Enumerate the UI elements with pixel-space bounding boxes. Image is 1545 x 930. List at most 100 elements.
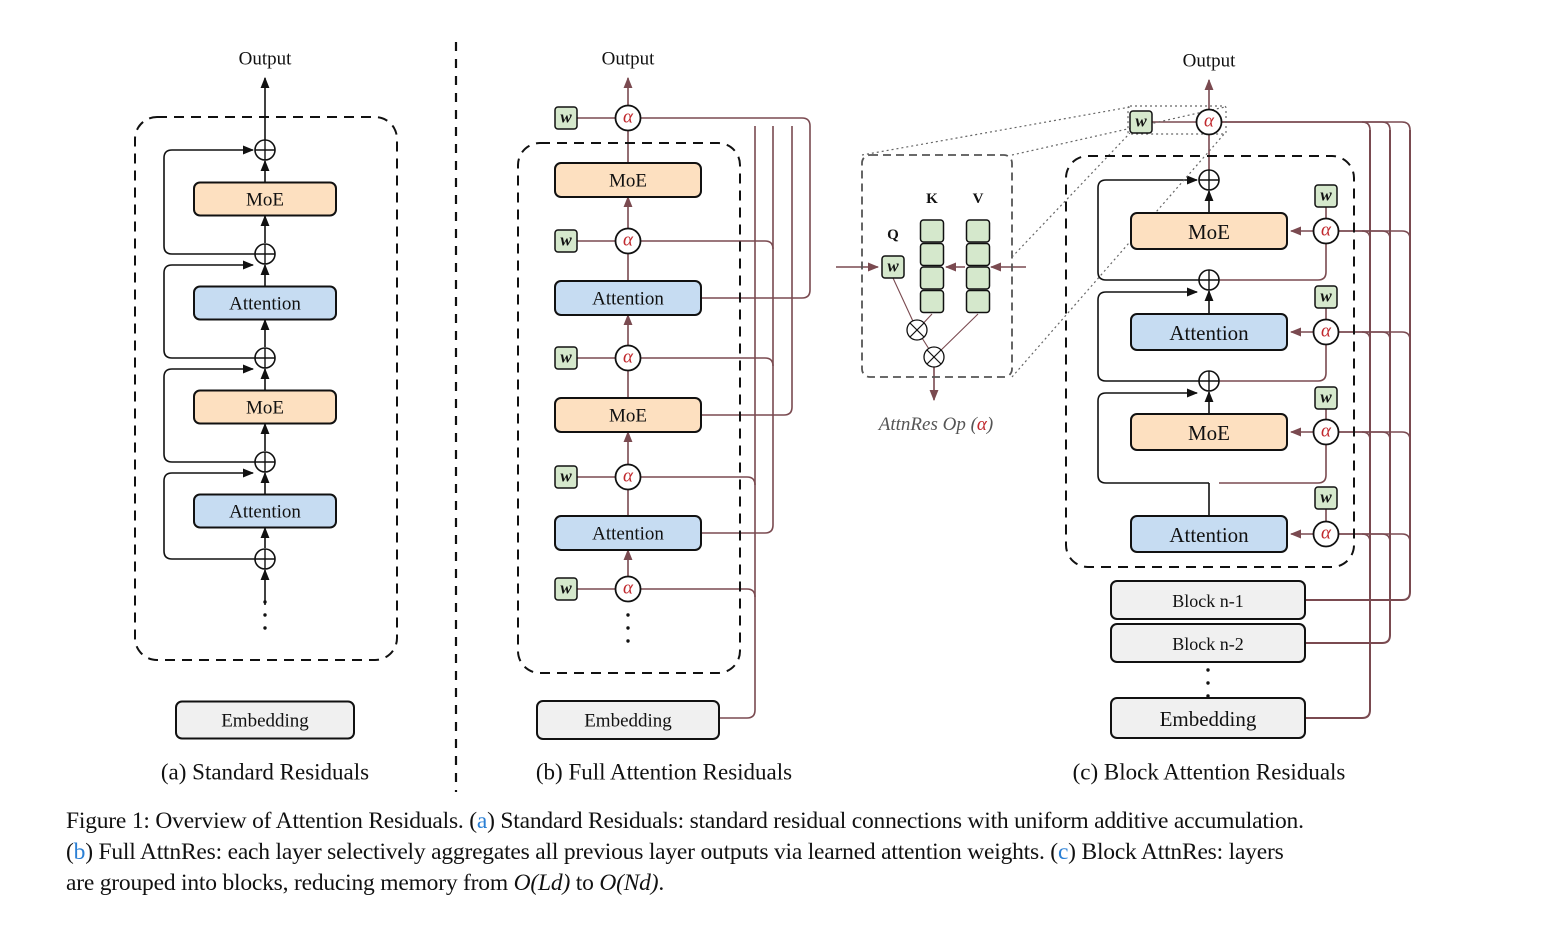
panel-b-alpha-bus [641, 476, 756, 486]
key-vector [919, 242, 945, 267]
panel-c-bus-corner [1361, 121, 1371, 131]
panel-c-bus-corner [1361, 331, 1371, 341]
panel-c-bus-corner [1381, 230, 1391, 240]
alpha-symbol: α [623, 578, 634, 599]
add-icon [254, 347, 276, 369]
multiply-icon [906, 319, 928, 341]
panel-a-moe-block-shape [193, 389, 337, 425]
weight-box [554, 465, 578, 489]
panel-c-alpha-bus [1222, 121, 1411, 131]
panel-c-attention-block-shape [1130, 313, 1288, 351]
panel-c-moe-block-shape [1130, 212, 1288, 250]
add-icon [254, 243, 276, 265]
alpha-node-icon: α [1312, 318, 1340, 346]
panel-b-weight-icon: w [554, 577, 578, 601]
caption-ref-b[interactable]: b [73, 839, 86, 865]
panel-b-output-tap [702, 289, 811, 299]
panel-c-attention-block-label: Attention [1169, 523, 1249, 547]
alpha-circle [1195, 108, 1223, 136]
panel-c-output-weight-icon: w [1129, 110, 1153, 134]
key-vector [919, 266, 945, 290]
math-expression: O(Nd) [599, 870, 659, 896]
panel-c-attention-block-label: Attention [1169, 321, 1249, 345]
panel-b-weight-icon: w [554, 106, 578, 130]
panel-c-skip-connection [1097, 175, 1199, 281]
panel-c-partial-sum-link [1219, 445, 1327, 484]
caption-line-3: are grouped into blocks, reducing memory… [66, 868, 1486, 899]
alpha-symbol: α [623, 466, 634, 487]
op-title-text: ) [986, 414, 993, 435]
panel-a-attention-block-shape [193, 493, 337, 529]
alpha-circle [614, 104, 642, 132]
alpha-node-icon: α [614, 104, 642, 132]
ellipsis-vertical [263, 600, 267, 630]
zoom-guide-line [1011, 132, 1131, 258]
alpha-node-icon: α [614, 344, 642, 372]
panel-b-attention-block-label: Attention [592, 289, 664, 310]
ellipsis-vertical [1206, 668, 1210, 698]
weight-symbol: w [560, 579, 572, 598]
caption-ref-a[interactable]: a [476, 808, 488, 834]
alpha-node-icon: α [614, 575, 642, 603]
dot [626, 639, 630, 643]
panel-a-moe-block-label: MoE [246, 190, 284, 211]
panel-c-caption: (c) Block Attention Residuals [1073, 760, 1346, 785]
panel-c-alpha-bus [1339, 230, 1411, 240]
weight-symbol: w [560, 231, 572, 250]
panel-b-attention-block-label: Attention [592, 524, 664, 545]
alpha-circle [614, 344, 642, 372]
weight-symbol: w [1135, 112, 1147, 131]
caption-line-2: (b) Full AttnRes: each layer selectively… [66, 837, 1486, 868]
panel-c-source-tap [1306, 709, 1371, 719]
panel-c-skip-connection [1097, 287, 1199, 382]
panel-a-skip-connection [163, 145, 255, 255]
weight-symbol: w [560, 108, 572, 127]
panel-c-moe-block-shape [1130, 413, 1288, 451]
panel-c-attention-block: Attention [1130, 515, 1288, 553]
panel-b-moe-block: MoE [554, 397, 702, 433]
alpha-circle [1312, 418, 1340, 446]
panel-c-weight-icon: w [1314, 285, 1338, 309]
add-icon [254, 451, 276, 473]
weight-symbol: w [1320, 488, 1332, 507]
panel-c-partial-sum-link [1219, 345, 1327, 382]
alpha-circle [1312, 318, 1340, 346]
weight-box [554, 346, 578, 370]
query-label: Q [887, 227, 899, 243]
panel-c-embedding-block-shape [1110, 697, 1306, 739]
mul-b [926, 349, 942, 365]
alpha-symbol: α [623, 347, 634, 368]
panel-b-block-boundary [517, 142, 741, 674]
panel-a-skip-connection [163, 468, 255, 560]
caption-ref-c[interactable]: c [1057, 839, 1069, 865]
panel-a-embedding-block-shape [175, 700, 355, 740]
weight-symbol: w [560, 467, 572, 486]
zoom-guide-line [1011, 106, 1226, 156]
panel-c-weight-icon: w [1314, 386, 1338, 410]
panel-a-attention-block-shape [193, 285, 337, 321]
op-title-alpha: α [977, 414, 988, 435]
alpha-circle [1312, 520, 1340, 548]
weight-box [554, 577, 578, 601]
panel-a-skip-connection [163, 260, 255, 359]
panel-b-weight-icon: w [554, 346, 578, 370]
value-vector [965, 242, 991, 267]
alpha-node-icon: α [1312, 418, 1340, 446]
query-weight-icon: w [881, 255, 905, 279]
panel-b-embedding-block-shape [536, 700, 720, 740]
alpha-node-icon: α [614, 227, 642, 255]
panel-c-bus-corner [1381, 533, 1391, 543]
panel-c-alpha-bus [1339, 533, 1411, 543]
weight-symbol: w [1320, 287, 1332, 306]
panel-a-caption: (a) Standard Residuals [161, 760, 369, 785]
panel-c-source-tap [1306, 634, 1391, 644]
caption-text: ( [66, 839, 74, 865]
panel-c-source-tap [1306, 591, 1411, 601]
panel-a-moe-block: MoE [193, 389, 337, 425]
attnres-op-boundary [861, 154, 1013, 378]
add-icon [254, 548, 276, 570]
alpha-node-icon: α [614, 463, 642, 491]
panel-b-attention-block: Attention [554, 280, 702, 316]
key-vector [919, 219, 945, 243]
panel-c-moe-block-label: MoE [1188, 220, 1230, 244]
